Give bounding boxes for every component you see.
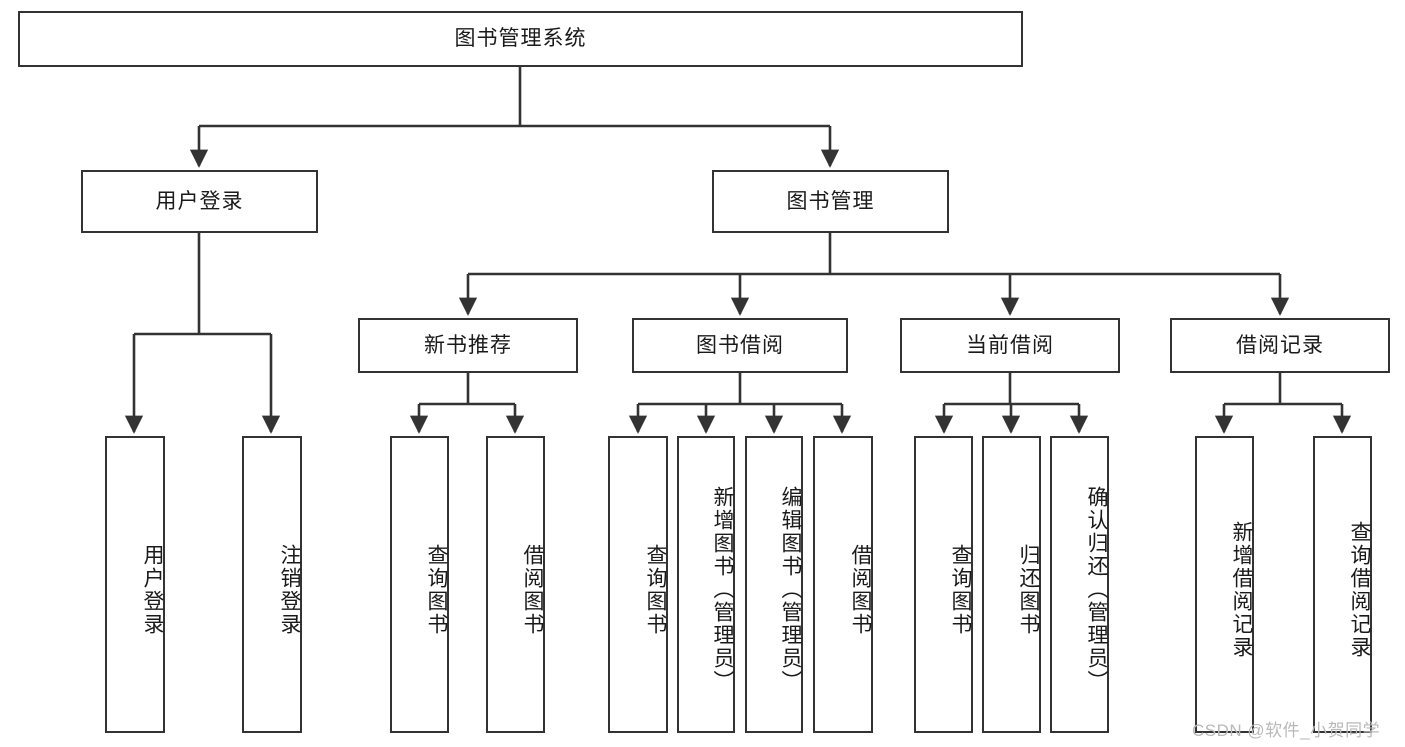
node-leaf-edit-book-label: 编辑图书（管理员） xyxy=(779,486,802,693)
node-leaf-query-book-2-label: 查询图书 xyxy=(644,543,667,636)
node-leaf-query-book-3[interactable]: 查询图书 xyxy=(914,436,973,733)
node-leaf-add-record[interactable]: 新增借阅记录 xyxy=(1195,436,1254,733)
node-leaf-borrow-book-2[interactable]: 借阅图书 xyxy=(813,436,873,733)
node-leaf-query-record[interactable]: 查询借阅记录 xyxy=(1313,436,1372,733)
node-new-book-rec-label: 新书推荐 xyxy=(424,333,512,357)
node-book-manage-label: 图书管理 xyxy=(786,189,875,213)
node-leaf-query-book-1-label: 查询图书 xyxy=(425,543,448,636)
node-leaf-logout[interactable]: 注销登录 xyxy=(242,436,302,733)
node-user-login-label: 用户登录 xyxy=(155,189,244,213)
node-leaf-user-login-label: 用户登录 xyxy=(141,543,164,636)
node-current-borrow-label: 当前借阅 xyxy=(966,333,1054,357)
node-leaf-logout-label: 注销登录 xyxy=(278,543,301,636)
node-borrow-record[interactable]: 借阅记录 xyxy=(1170,318,1390,373)
node-leaf-borrow-book-1[interactable]: 借阅图书 xyxy=(486,436,545,733)
node-leaf-user-login[interactable]: 用户登录 xyxy=(105,436,165,733)
node-root[interactable]: 图书管理系统 xyxy=(18,11,1023,67)
node-leaf-add-record-label: 新增借阅记录 xyxy=(1230,520,1253,659)
node-root-label: 图书管理系统 xyxy=(454,27,587,51)
node-leaf-edit-book[interactable]: 编辑图书（管理员） xyxy=(745,436,803,733)
node-leaf-query-record-label: 查询借阅记录 xyxy=(1348,520,1371,659)
node-leaf-confirm-return-label: 确认归还（管理员） xyxy=(1085,486,1108,693)
node-leaf-borrow-book-1-label: 借阅图书 xyxy=(521,543,544,636)
node-book-borrow[interactable]: 图书借阅 xyxy=(632,318,848,373)
node-book-borrow-label: 图书借阅 xyxy=(696,333,784,357)
node-borrow-record-label: 借阅记录 xyxy=(1236,333,1324,357)
node-leaf-add-book-label: 新增图书（管理员） xyxy=(711,486,734,693)
node-user-login[interactable]: 用户登录 xyxy=(81,170,318,233)
node-leaf-query-book-2[interactable]: 查询图书 xyxy=(608,436,668,733)
node-current-borrow[interactable]: 当前借阅 xyxy=(900,318,1120,373)
node-leaf-confirm-return[interactable]: 确认归还（管理员） xyxy=(1050,436,1109,733)
node-leaf-borrow-book-2-label: 借阅图书 xyxy=(849,543,872,636)
node-leaf-query-book-3-label: 查询图书 xyxy=(949,543,972,636)
node-leaf-query-book-1[interactable]: 查询图书 xyxy=(390,436,449,733)
node-leaf-return-book[interactable]: 归还图书 xyxy=(982,436,1041,733)
node-new-book-rec[interactable]: 新书推荐 xyxy=(358,318,578,373)
node-leaf-return-book-label: 归还图书 xyxy=(1017,543,1040,636)
node-leaf-add-book[interactable]: 新增图书（管理员） xyxy=(677,436,735,733)
node-book-manage[interactable]: 图书管理 xyxy=(712,170,949,233)
